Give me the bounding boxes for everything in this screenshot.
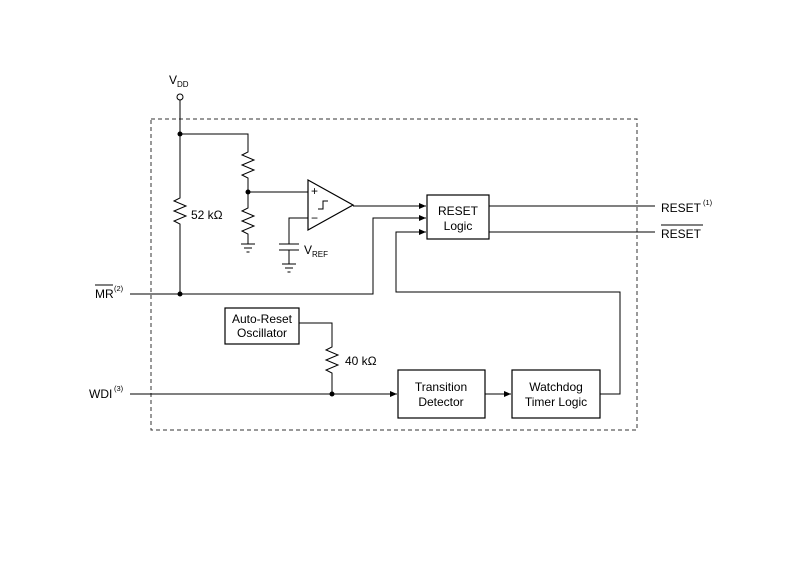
svg-text:RESET: RESET [438,204,479,218]
mr-wire [130,215,426,295]
mr-pin: MR (2) [95,284,124,301]
watchdog-timer-logic-block: Watchdog Timer Logic [511,369,601,419]
osc-resistor-value: 40 kΩ [345,354,377,368]
reset-note: (1) [703,198,713,207]
svg-text:Transition: Transition [415,380,467,394]
vref-ground-icon [282,263,296,273]
svg-text:Auto-Reset: Auto-Reset [232,312,293,326]
vdd-rail [179,100,249,150]
mr-label: MR [95,287,114,301]
reset-n-pin: RESET [661,224,703,241]
divider-bottom-resistor [240,192,256,244]
watchdog-feedback-wire [395,229,621,395]
reset-label: RESET [661,201,702,215]
wdi-pin: WDI (3) [89,384,124,401]
device-boundary [150,118,638,431]
wdi-note: (3) [114,384,124,393]
reset-pin: RESET (1) [661,198,713,215]
divider-top-resistor [240,150,256,192]
vref-label: VREF [304,243,328,259]
svg-text:Watchdog: Watchdog [529,380,583,394]
osc-resistor [324,345,340,394]
hysteresis-icon [318,200,328,210]
junction-mr [177,291,183,297]
comparator-plus: + [311,184,318,198]
comparator-minus: − [311,211,318,225]
vdd-label: VDD [169,73,189,89]
reset-n-label: RESET [661,227,702,241]
svg-text:Timer Logic: Timer Logic [525,395,587,409]
vref-wire [288,217,308,244]
pullup-resistor [172,134,188,294]
pullup-resistor-value: 52 kΩ [191,208,223,222]
wdi-label: WDI [89,387,112,401]
vdd-pin: VDD [169,73,189,101]
svg-text:Detector: Detector [418,395,463,409]
oscillator-wire [299,322,333,345]
mr-note: (2) [114,284,124,293]
transition-detector-block: Transition Detector [397,369,486,419]
svg-text:Logic: Logic [444,219,473,233]
comparator: + − [307,178,355,232]
auto-reset-oscillator-block: Auto-Reset Oscillator [224,307,300,345]
junction-wdi [329,391,335,397]
ground-icon [241,243,255,253]
reset-logic-block: RESET Logic [426,194,490,240]
vdd-terminal [176,93,184,101]
svg-text:Oscillator: Oscillator [237,326,287,340]
